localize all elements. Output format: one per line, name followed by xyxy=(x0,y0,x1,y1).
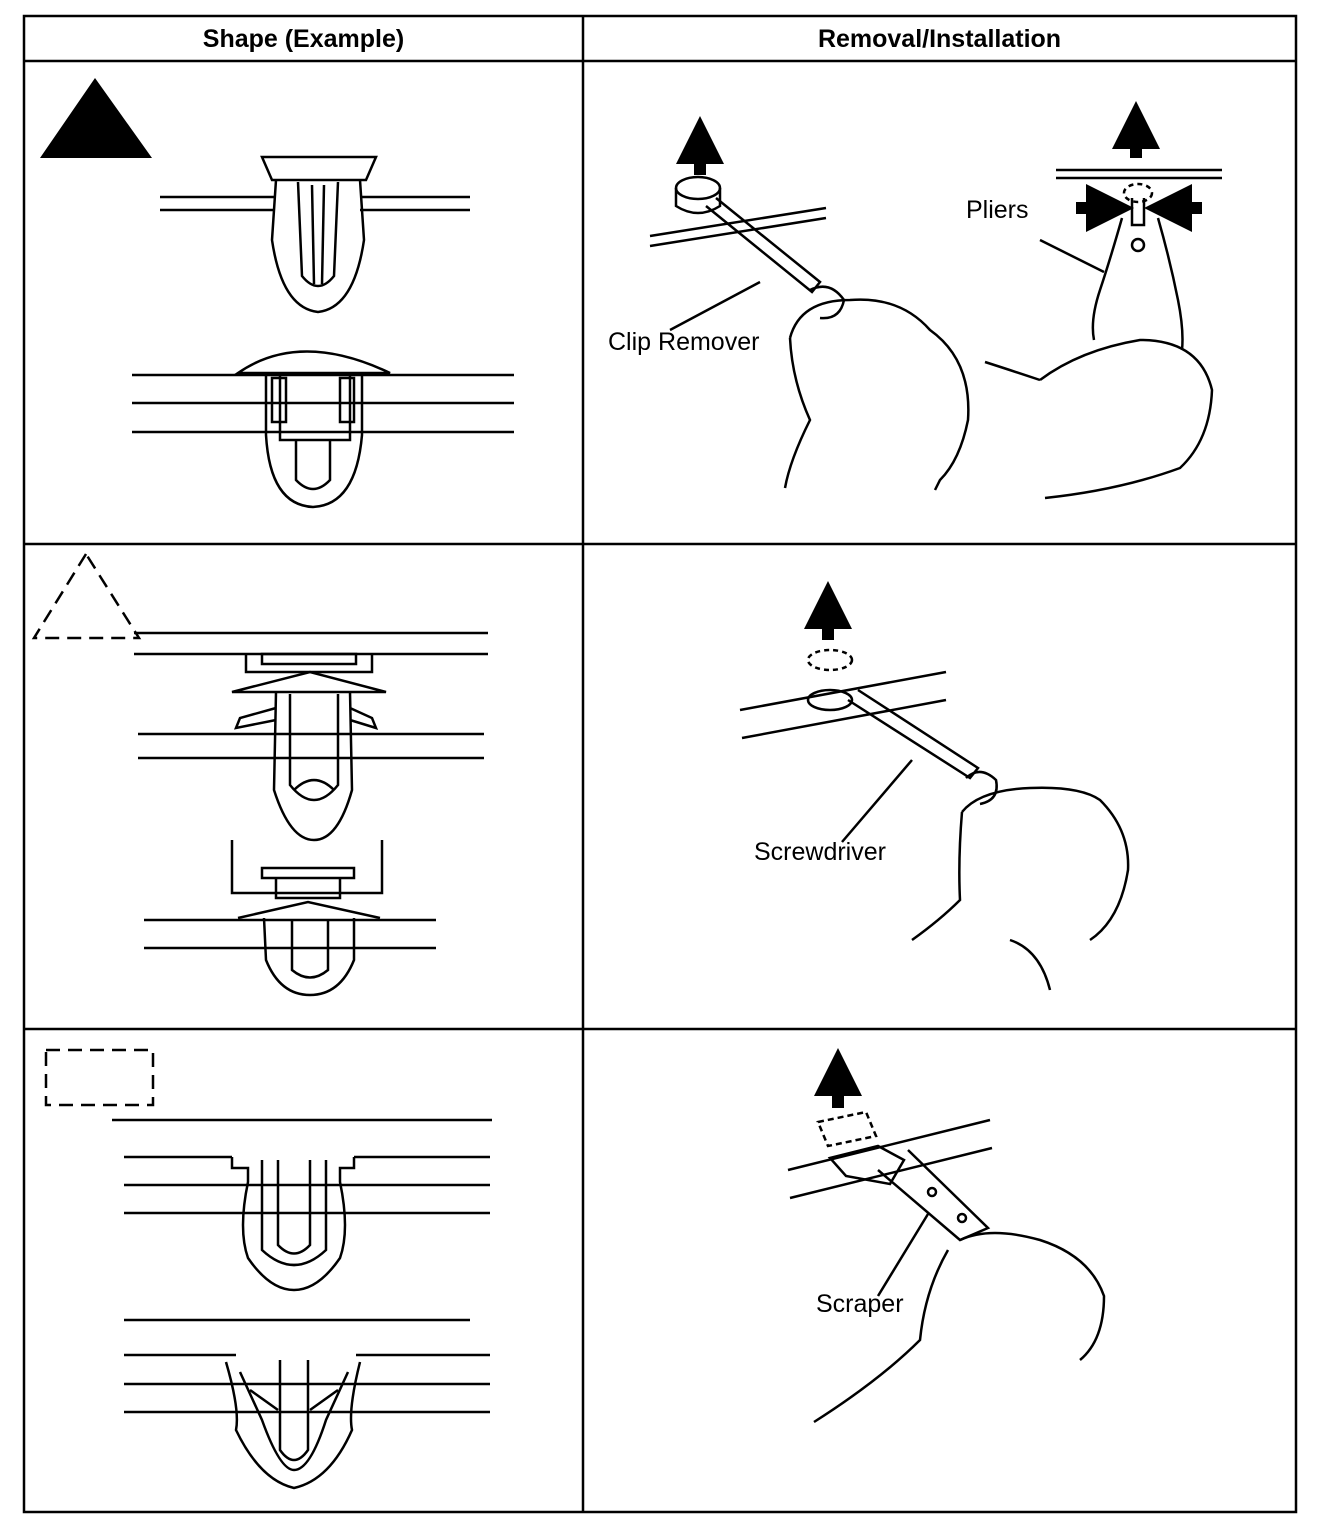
dashed-rectangle-marker xyxy=(44,1048,155,1107)
header-shape-example: Shape (Example) xyxy=(202,25,405,53)
solid-triangle-marker xyxy=(40,78,152,158)
dashed-triangle-marker xyxy=(31,551,142,640)
clip-shape-3 xyxy=(112,1118,492,1490)
tool-label-pliers: Pliers xyxy=(966,196,1029,224)
clip-shape-2 xyxy=(134,631,488,997)
tool-label-screwdriver: Screwdriver xyxy=(754,838,886,866)
pliers-illustration xyxy=(984,101,1222,500)
clip-shape-1 xyxy=(132,155,514,509)
table-grid xyxy=(22,14,1298,1514)
screwdriver-illustration xyxy=(739,581,1130,991)
tool-label-scraper: Scraper xyxy=(816,1290,904,1318)
tool-label-clip-remover: Clip Remover xyxy=(608,328,760,356)
scraper-illustration xyxy=(787,1048,1106,1424)
header-removal-installation: Removal/Installation xyxy=(817,25,1062,53)
clip-remover-illustration xyxy=(649,116,970,491)
